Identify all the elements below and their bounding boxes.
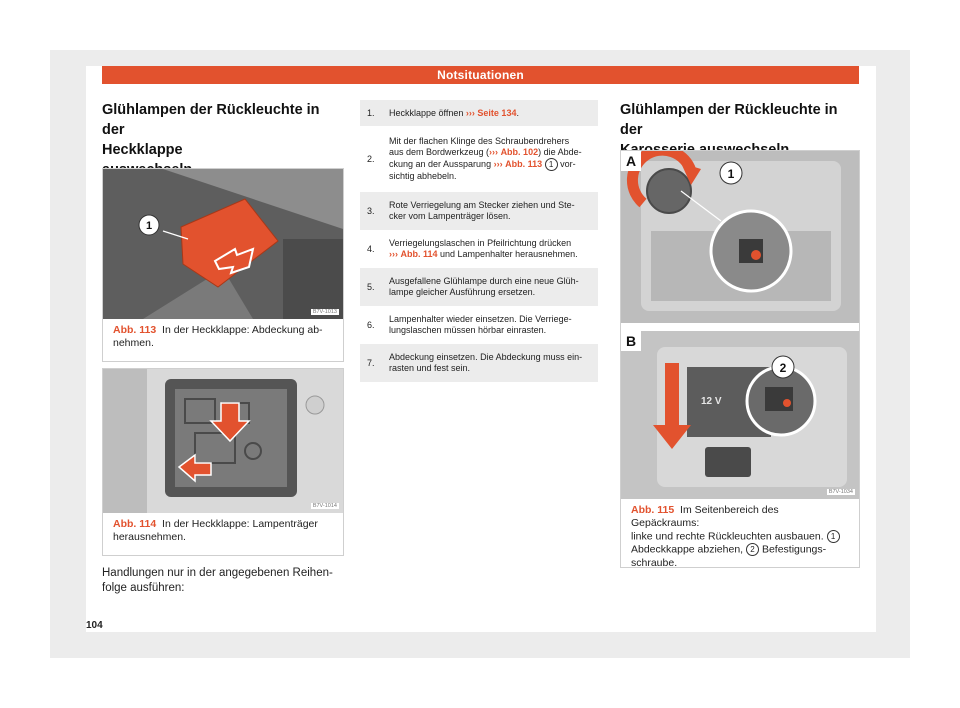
step-number: 3.	[367, 205, 375, 216]
step-number: 6.	[367, 319, 375, 330]
step-item: 2. Mit der flachen Klinge des Schraubend…	[360, 126, 598, 192]
left-heading-line-2: Heckklappe	[102, 142, 183, 158]
figure-115-caption-text-4: schraube.	[631, 556, 678, 569]
callout-badge: 1	[544, 158, 558, 171]
figure-115-caption-text-2: linke und rechte Rückleuchten ausbauen.	[631, 530, 824, 543]
step-text: Mit der flachen Klinge des Schraubendreh…	[389, 136, 598, 182]
step-line: Verriegelungslaschen in Pfeilrichtung dr…	[389, 238, 572, 248]
panel-b-label: B	[626, 333, 636, 349]
figure-114-caption-text: In der Heckklappe: Lampenträger	[162, 518, 318, 530]
panel-b-voltage: 12 V	[701, 396, 722, 407]
step-line: Mit der flachen Klinge des Schraubendreh…	[389, 136, 570, 146]
step-number: 5.	[367, 281, 375, 292]
step-line: ckung an der Aussparung	[389, 158, 492, 169]
step-item: 6. Lampenhalter wieder einsetzen. Die Ve…	[360, 306, 598, 344]
step-line: Rote Verriegelung am Stecker ziehen und …	[389, 200, 575, 210]
callout-badge-2: 2	[746, 543, 760, 557]
figure-115-caption-text-3: Abdeckkappe abziehen,	[631, 543, 744, 556]
figure-115-label: Abb. 115	[631, 504, 675, 516]
step-item: 5. Ausgefallene Glühlampe durch eine neu…	[360, 268, 598, 306]
step-line: lampe gleicher Ausführung ersetzen.	[389, 287, 536, 297]
step-number: 1.	[367, 107, 375, 118]
step-line: lungslaschen müssen hörbar einrasten.	[389, 325, 547, 335]
step-line-tail: und Lampenhalter herausnehmen.	[437, 249, 578, 259]
figure-reference-link[interactable]: Abb. 114	[400, 249, 438, 259]
step-item: 3. Rote Verriegelung am Stecker ziehen u…	[360, 192, 598, 230]
figure-113: 1 B7V-1013 Abb. 113 In der Heckklappe: A…	[102, 168, 344, 362]
step-number: 7.	[367, 357, 375, 368]
reference-arrow: ›››	[493, 158, 503, 169]
figure-115-caption-text: Im Seitenbereich des Gepäckraums:	[631, 504, 779, 529]
step-text: Verriegelungslaschen in Pfeilrichtung dr…	[389, 238, 598, 260]
figure-115-callout-1: 1	[728, 167, 735, 181]
page-reference-link[interactable]: Seite 134	[477, 107, 517, 118]
right-heading-line-1: Glühlampen der Rückleuchte in der	[620, 102, 838, 138]
figure-113-caption-text-2: nehmen.	[113, 337, 154, 349]
left-heading-line-1: Glühlampen der Rückleuchte in der	[102, 102, 320, 138]
step-text: Lampenhalter wieder einsetzen. Die Verri…	[389, 314, 598, 336]
step-item: 4. Verriegelungslaschen in Pfeilrichtung…	[360, 230, 598, 268]
figure-115-caption-text-3b: Befestigungs-	[761, 543, 827, 556]
figure-114-caption: Abb. 114 In der Heckklappe: Lampenträger…	[103, 513, 343, 544]
step-text: Ausgefallene Glühlampe durch eine neue G…	[389, 276, 598, 298]
figure-115-image: A 1 12 V B 2	[621, 151, 859, 499]
figure-115-code: B7V-1034	[826, 489, 855, 495]
figure-113-label: Abb. 113	[113, 324, 157, 336]
step-line: Abdeckung einsetzen. Die Abdeckung muss …	[389, 352, 583, 362]
figure-113-image: 1	[103, 169, 343, 319]
steps-list: 1. Heckklappe öffnen ››› Seite 134. 2. M…	[360, 100, 598, 382]
step-line: ) die Abde-	[538, 147, 582, 157]
step-item: 7. Abdeckung einsetzen. Die Abdeckung mu…	[360, 344, 598, 382]
figure-114: B7V-1014 Abb. 114 In der Heckklappe: Lam…	[102, 368, 344, 556]
step-line-tail: .	[516, 107, 519, 118]
step-line: rasten und fest sein.	[389, 363, 471, 373]
step-number: 2.	[367, 153, 375, 164]
figure-114-caption-text-2: herausnehmen.	[113, 531, 186, 543]
figure-reference-link[interactable]: Abb. 102	[500, 147, 539, 157]
figure-114-code: B7V-1014	[310, 503, 339, 509]
step-text: Abdeckung einsetzen. Die Abdeckung muss …	[389, 352, 598, 374]
figure-113-caption-text: In der Heckklappe: Abdeckung ab-	[162, 324, 323, 336]
figure-113-code: B7V-1013	[310, 309, 339, 315]
figure-115: A 1 12 V B 2 B7V-1034 Abb. 115 Im Seiten…	[620, 150, 860, 570]
figure-113-callout: 1	[146, 220, 152, 232]
page-number: 104	[86, 620, 103, 631]
step-line: vor-	[560, 158, 576, 169]
step-line: cker vom Lampenträger lösen.	[389, 211, 511, 221]
step-number: 4.	[367, 243, 375, 254]
step-line: aus dem Bordwerkzeug (	[389, 147, 490, 157]
panel-a-label: A	[626, 153, 636, 169]
figure-114-label: Abb. 114	[113, 518, 157, 530]
reference-arrow: ›››	[465, 107, 475, 118]
figure-115-caption: Abb. 115 Im Seitenbereich des Gepäckraum…	[621, 499, 859, 570]
step-item: 1. Heckklappe öffnen ››› Seite 134.	[360, 100, 598, 126]
callout-badge-1: 1	[826, 530, 840, 543]
step-line: Ausgefallene Glühlampe durch eine neue G…	[389, 276, 579, 286]
figure-115-callout-2: 2	[780, 361, 787, 375]
step-text: Heckklappe öffnen ››› Seite 134.	[389, 108, 598, 119]
step-text: Rote Verriegelung am Stecker ziehen und …	[389, 200, 598, 222]
intro-text: Handlungen nur in der angegebenen Reihen…	[102, 566, 342, 596]
step-line: Heckklappe öffnen	[389, 107, 464, 118]
step-line: sichtig abhebeln.	[389, 171, 457, 181]
intro-line-1: Handlungen nur in der angegebenen Reihen…	[102, 567, 333, 579]
figure-114-image	[103, 369, 343, 513]
intro-line-2: folge ausführen:	[102, 582, 185, 594]
reference-arrow: ›››	[489, 147, 499, 157]
step-line: Lampenhalter wieder einsetzen. Die Verri…	[389, 314, 572, 324]
section-header: Notsituationen	[102, 66, 859, 84]
figure-113-caption: Abb. 113 In der Heckklappe: Abdeckung ab…	[103, 319, 343, 350]
reference-arrow: ›››	[389, 249, 398, 259]
figure-reference-link[interactable]: Abb. 113	[505, 158, 543, 169]
